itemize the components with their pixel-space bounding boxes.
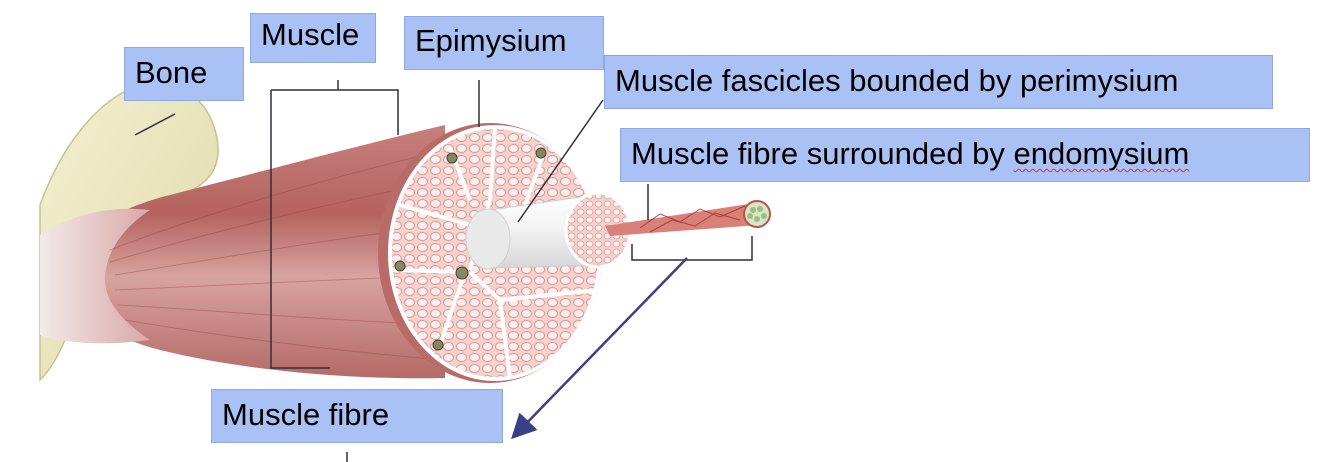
- bone-label-text: Bone: [135, 55, 208, 90]
- muscle-bracket-left: [270, 90, 330, 369]
- epimysium-label: Epimysium: [404, 16, 604, 70]
- endomysium-word: endomysium: [1013, 136, 1190, 171]
- fascicles-leader: [517, 99, 604, 223]
- fibre-surrounded-prefix: Muscle fibre surrounded by: [631, 136, 1014, 171]
- fascicle-cylinder: [465, 191, 632, 270]
- bone-leader: [134, 113, 176, 136]
- bone-label: Bone: [124, 47, 244, 101]
- muscle-label-text: Muscle: [261, 17, 360, 52]
- muscle-fibre-arrow: [511, 257, 688, 440]
- fascicles-label: Muscle fascicles bounded by perimysium: [604, 55, 1273, 109]
- muscle-fibre-label: Muscle fibre: [211, 389, 503, 443]
- muscle-belly: [40, 125, 446, 379]
- blood-vessels: [394, 147, 547, 351]
- fibre-bracket: [631, 236, 753, 261]
- fibre-surrounded-label: Muscle fibre surrounded by endomysium: [620, 128, 1310, 182]
- muscle-label: Muscle: [250, 13, 376, 63]
- epimysium-label-text: Epimysium: [415, 23, 567, 58]
- leader-lines: [134, 80, 753, 462]
- muscle-fibre-label-text: Muscle fibre: [222, 397, 390, 432]
- muscle-fibre-strand: [605, 200, 771, 236]
- muscle-bracket-top: [271, 89, 399, 135]
- fascicles-label-text: Muscle fascicles bounded by perimysium: [615, 63, 1179, 98]
